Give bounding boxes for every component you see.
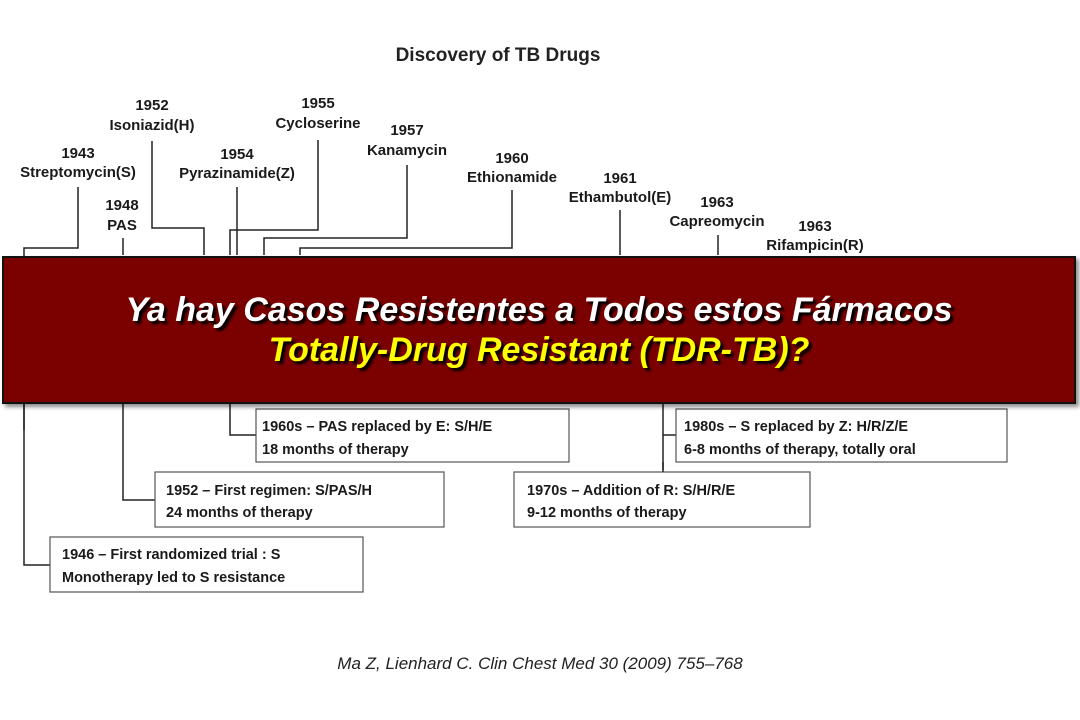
drug-name: Ethambutol(E) (569, 189, 672, 206)
drug-year: 1963 (798, 218, 831, 235)
drug-year: 1957 (390, 122, 423, 139)
milestone-box-1970s: 1970s – Addition of R: S/H/R/E 9-12 mont… (513, 471, 811, 528)
drug-year: 1952 (135, 97, 168, 114)
drug-pyrazinamide: 1954 Pyrazinamide(Z) (179, 146, 295, 182)
milestone-box-1960s: 1960s – PAS replaced by E: S/H/E 18 mont… (255, 408, 570, 463)
milestone-box-1946: 1946 – First randomized trial : S Monoth… (49, 536, 364, 593)
drug-isoniazid: 1952 Isoniazid(H) (110, 97, 195, 134)
drug-capreomycin: 1963 Capreomycin (669, 194, 764, 230)
milestone-line1: 1952 – First regimen: S/PAS/H (166, 483, 372, 499)
milestone-line2: 24 months of therapy (166, 505, 313, 521)
drug-name: Isoniazid(H) (110, 117, 195, 134)
drug-year: 1943 (61, 145, 94, 162)
milestone-line2: 9-12 months of therapy (527, 505, 687, 521)
banner-subheadline: Totally-Drug Resistant (TDR-TB)? (268, 331, 810, 369)
drug-year: 1954 (220, 146, 254, 163)
milestone-box-1952: 1952 – First regimen: S/PAS/H 24 months … (154, 471, 445, 528)
milestone-box-1980s: 1980s – S replaced by Z: H/R/Z/E 6-8 mon… (675, 408, 1008, 463)
milestone-line2: Monotherapy led to S resistance (62, 570, 285, 586)
drug-pas: 1948 PAS (105, 197, 138, 234)
milestone-line2: 6-8 months of therapy, totally oral (684, 442, 916, 458)
milestone-line1: 1946 – First randomized trial : S (62, 547, 281, 563)
resistance-banner: Ya hay Casos Resistentes a Todos estos F… (2, 256, 1076, 404)
milestone-line1: 1960s – PAS replaced by E: S/H/E (262, 419, 493, 435)
drug-ethambutol: 1961 Ethambutol(E) (569, 170, 672, 206)
connector-1960s (229, 404, 256, 436)
milestone-line1: 1980s – S replaced by Z: H/R/Z/E (684, 419, 908, 435)
drug-ethionamide: 1960 Ethionamide (467, 150, 557, 186)
drug-name: Ethionamide (467, 169, 557, 186)
connector-isoniazid (151, 141, 205, 255)
drug-name: Capreomycin (669, 213, 764, 230)
drug-cycloserine: 1955 Cycloserine (275, 95, 360, 132)
citation-text: Ma Z, Lienhard C. Clin Chest Med 30 (200… (337, 654, 743, 673)
drug-kanamycin: 1957 Kanamycin (367, 122, 447, 159)
drug-year: 1960 (495, 150, 528, 167)
milestone-line1: 1970s – Addition of R: S/H/R/E (527, 483, 735, 499)
connector-streptomycin (23, 187, 79, 566)
drug-year: 1961 (603, 170, 636, 187)
drug-rifampicin: 1963 Rifampicin(R) (766, 218, 864, 254)
connector-cycloserine (229, 140, 319, 255)
drug-year: 1948 (105, 197, 138, 214)
drug-name: Streptomycin(S) (20, 164, 136, 181)
drug-year: 1955 (301, 95, 334, 112)
drug-name: Rifampicin(R) (766, 237, 864, 254)
connector-1952 (122, 404, 155, 501)
banner-headline: Ya hay Casos Resistentes a Todos estos F… (125, 291, 953, 329)
milestone-line2: 18 months of therapy (262, 442, 409, 458)
connector-ethionamide (299, 190, 513, 255)
connector-lines (23, 140, 719, 566)
drug-name: PAS (107, 217, 137, 234)
drug-name: Cycloserine (275, 115, 360, 132)
drug-name: Pyrazinamide(Z) (179, 165, 295, 182)
connector-kanamycin (263, 165, 408, 255)
drug-streptomycin: 1943 Streptomycin(S) (20, 145, 136, 181)
diagram-title: Discovery of TB Drugs (396, 45, 601, 66)
drug-year: 1963 (700, 194, 733, 211)
drug-name: Kanamycin (367, 142, 447, 159)
